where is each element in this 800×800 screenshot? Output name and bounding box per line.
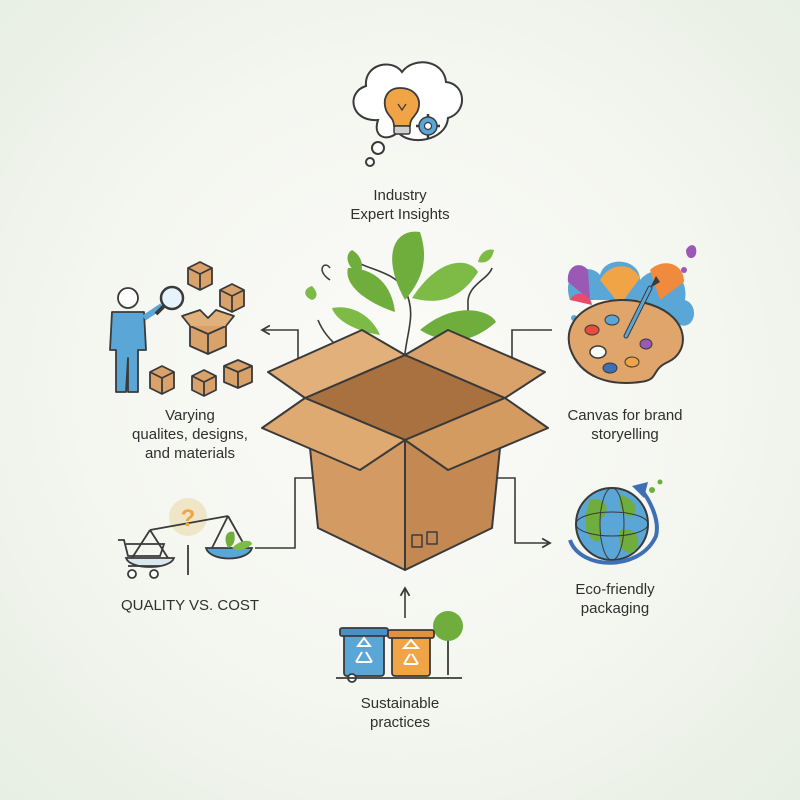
label-canvas-brand-storytelling: Canvas for brand storyelling	[567, 407, 683, 443]
arrow-to-eco	[490, 477, 552, 549]
small-box-icon	[187, 261, 213, 291]
small-box-icon	[223, 359, 253, 389]
globe-arrow-icon	[568, 479, 663, 565]
line-from-quality	[255, 477, 318, 549]
scale-cart-leaf-icon	[118, 498, 254, 579]
label-varying-qualities: Varying qualites, designs, and materials	[132, 407, 248, 462]
recycling-bins-tree-icon	[336, 611, 463, 683]
gear-icon	[416, 114, 440, 138]
label-eco-friendly-packaging: Eco-friendly packaging	[575, 581, 655, 617]
label-industry-expert-insights: Industry Expert Insights	[350, 187, 450, 223]
small-box-icon	[191, 369, 217, 397]
shopping-cart-icon	[118, 539, 166, 579]
person-magnifier-boxes-icon	[109, 261, 253, 397]
paint-palette-splash-icon	[567, 245, 697, 384]
small-box-icon	[149, 365, 175, 395]
label-sustainable-practices: Sustainable practices	[360, 695, 440, 731]
label-quality-vs-cost: QUALITY VS. COST	[120, 597, 260, 614]
question-mark: ?	[181, 505, 196, 532]
thought-cloud-lightbulb-gear-icon	[352, 61, 463, 167]
open-cardboard-box-icon	[261, 329, 549, 571]
small-box-icon	[181, 309, 235, 355]
small-box-icon	[219, 283, 245, 313]
